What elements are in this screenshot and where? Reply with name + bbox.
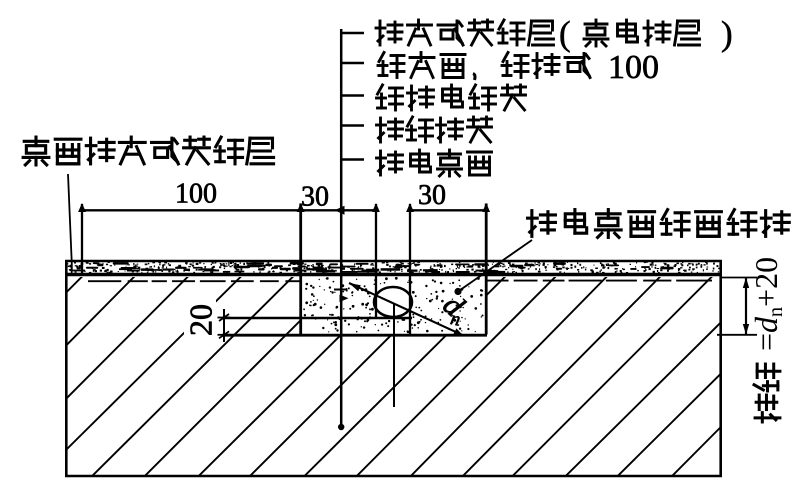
svg-text:=dn+20: =dn+20 bbox=[748, 257, 787, 351]
svg-text:20: 20 bbox=[183, 304, 219, 336]
svg-text:30: 30 bbox=[301, 182, 329, 213]
svg-text:(: ( bbox=[559, 14, 571, 53]
svg-text:n: n bbox=[449, 308, 463, 331]
svg-text:): ) bbox=[721, 14, 733, 53]
svg-text:30: 30 bbox=[418, 180, 446, 211]
svg-text:100: 100 bbox=[175, 179, 217, 210]
svg-text:100: 100 bbox=[608, 49, 659, 86]
